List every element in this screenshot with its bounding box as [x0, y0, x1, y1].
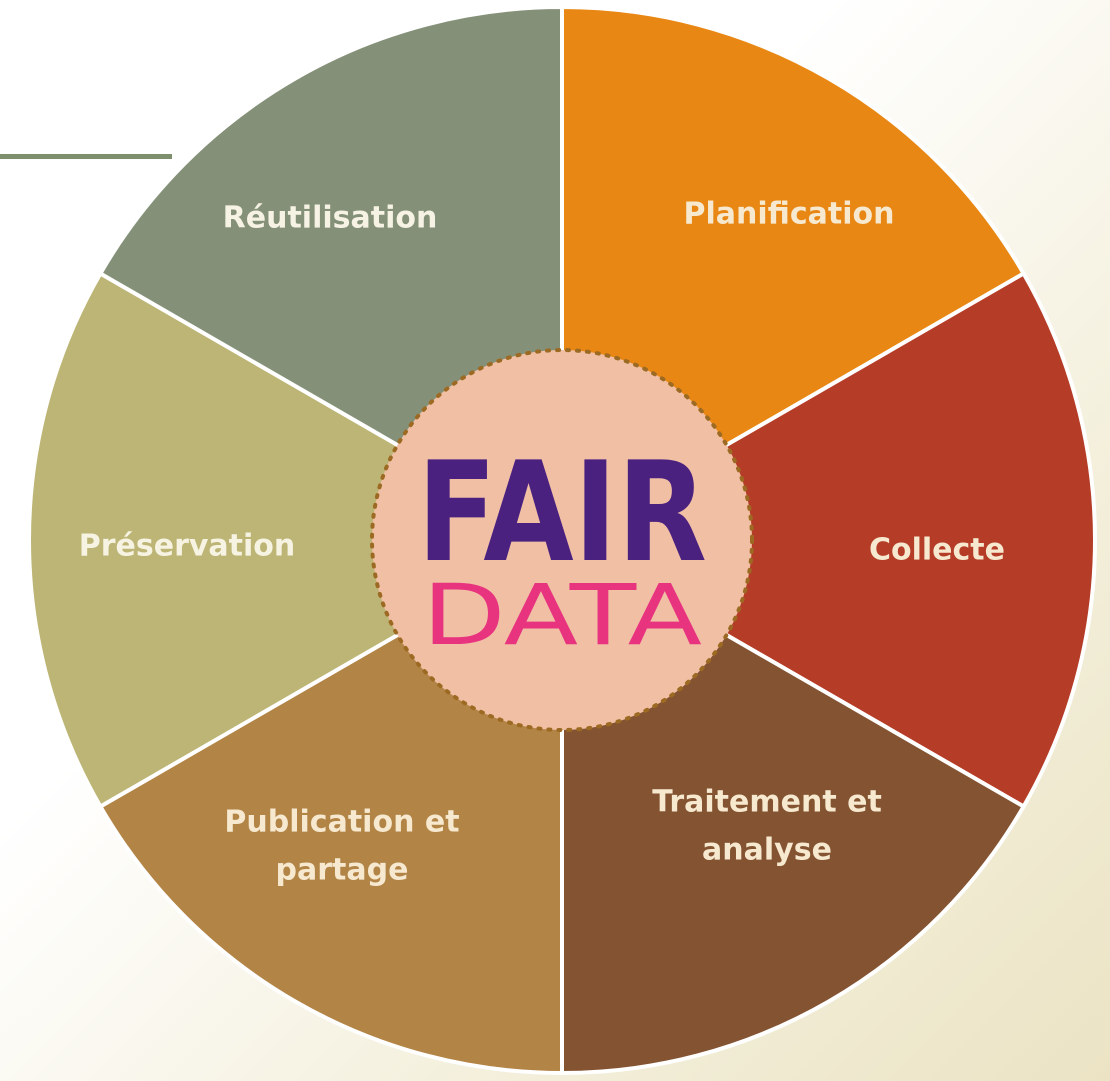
segment-preservation — [27, 271, 564, 809]
label-traitement-line-1: Traitement et — [652, 785, 882, 820]
fair-data-logo: FAIR DATA — [370, 348, 754, 732]
segment-collecte — [560, 271, 1097, 809]
label-collecte: Collecte — [869, 533, 1005, 568]
label-planification: Planification — [683, 197, 894, 232]
label-publication-line-2: partage — [276, 853, 409, 888]
label-preservation: Préservation — [79, 529, 296, 564]
logo-circle — [370, 348, 754, 732]
logo-data-text: DATA — [422, 566, 702, 664]
label-reutilisation: Réutilisation — [223, 201, 438, 236]
label-publication-line-1: Publication et — [224, 805, 459, 840]
label-traitement-line-2: analyse — [702, 833, 832, 868]
logo-fair-text: FAIR — [417, 432, 707, 593]
accent-line — [0, 154, 172, 159]
